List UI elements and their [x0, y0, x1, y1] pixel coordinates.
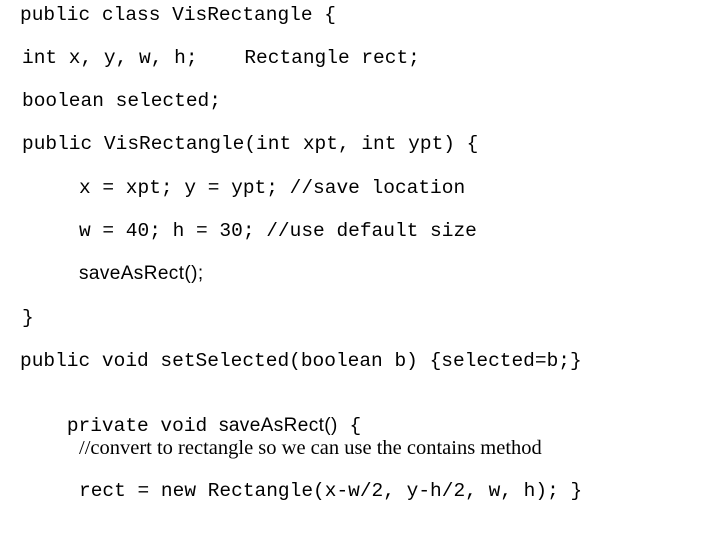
- code-line-3: boolean selected;: [22, 90, 221, 112]
- code-line-1: public class VisRectangle {: [20, 4, 336, 26]
- code-line-7: saveAsRect();: [79, 263, 204, 284]
- code-line-12: rect = new Rectangle(x-w/2, y-h/2, w, h)…: [79, 480, 583, 502]
- code-line-10: private void saveAsRect() {: [20, 393, 720, 459]
- code-line-8: }: [22, 307, 34, 329]
- code-line-9: public void setSelected(boolean b) {sele…: [20, 350, 582, 372]
- code-line-6: w = 40; h = 30; //use default size: [79, 220, 477, 242]
- code-line-4: public VisRectangle(int xpt, int ypt) {: [22, 133, 479, 155]
- code-line-5: x = xpt; y = ypt; //save location: [79, 177, 466, 199]
- code-line-2: int x, y, w, h; Rectangle rect;: [22, 47, 420, 69]
- code-line-11-comment: //convert to rectangle so we can use the…: [79, 437, 542, 459]
- code-token-brace: {: [337, 415, 362, 437]
- code-token-modifier: private void: [66, 415, 219, 437]
- code-token-method-name: saveAsRect(): [218, 415, 338, 436]
